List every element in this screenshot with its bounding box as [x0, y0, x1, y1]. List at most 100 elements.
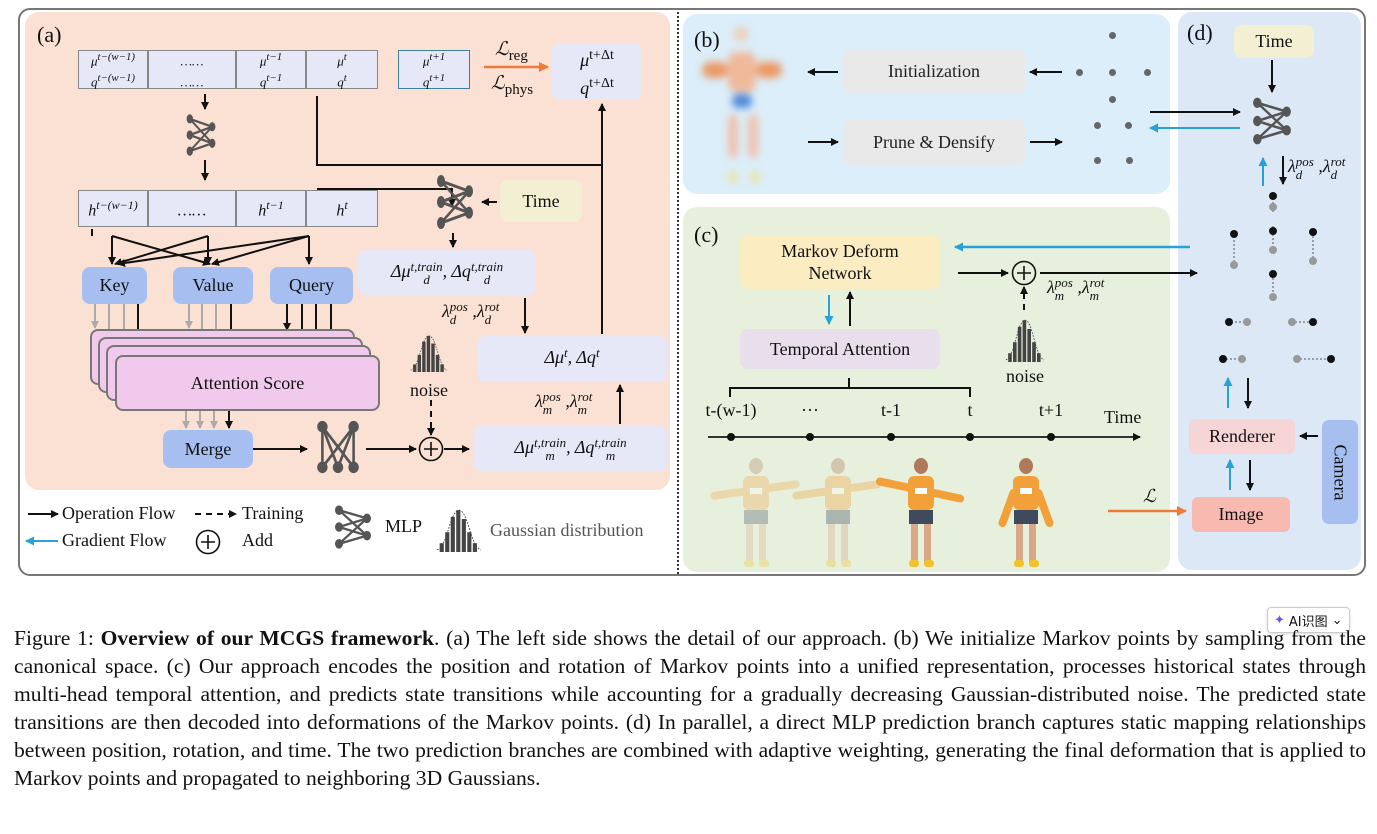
math-subscript: m — [1054, 288, 1065, 303]
math-separator: , — [467, 301, 477, 322]
attention-score-label: Attention Score — [190, 372, 305, 393]
mlp-icon — [312, 418, 364, 476]
h-symbol: h — [88, 202, 97, 220]
hidden-state-cell: ht−(w−1) — [78, 190, 148, 227]
math-superscript: rot — [484, 299, 500, 314]
math-superscript: t,train — [470, 258, 504, 274]
h-symbol: h — [336, 202, 345, 220]
math-symbol: Δμ — [390, 260, 411, 281]
panel-b-label: (b) — [694, 27, 720, 52]
time-tick-label: ··· — [801, 400, 819, 420]
gaussian-noise-icon — [1005, 318, 1045, 362]
time-tick-label: t-(w-1) — [705, 400, 757, 420]
math-symbol: λ — [535, 391, 543, 412]
query-label: Query — [289, 275, 334, 295]
mu-symbol: …… — [180, 53, 204, 69]
initialization-label: Initialization — [888, 61, 980, 81]
h-superscript: t — [344, 198, 348, 213]
q-symbol: q — [337, 73, 344, 89]
gaussian-icon — [436, 508, 482, 552]
next-state-cell: μt+1 qt+1 — [398, 50, 470, 89]
loss-phys-label: ℒphys — [491, 72, 533, 99]
math-subscript: m — [542, 402, 553, 417]
mu-superscript: t−1 — [266, 51, 283, 64]
human-frame — [709, 458, 801, 568]
mu-symbol: μ — [580, 49, 590, 70]
q-superscript: t−1 — [266, 71, 283, 84]
noise-label: noise — [410, 380, 448, 400]
legend-mlp: MLP — [385, 516, 423, 536]
caption-text: . (a) The left side shows the detail of … — [14, 626, 1366, 790]
sequence-cell: …… …… — [148, 50, 236, 89]
loss-subscript: reg — [508, 47, 528, 64]
attention-score-box: Attention Score — [115, 355, 380, 411]
panel-a-label: (a) — [37, 22, 62, 47]
renderer-label: Renderer — [1209, 426, 1275, 446]
merge-box: Merge — [163, 430, 253, 468]
q-symbol: q — [580, 77, 590, 98]
q-superscript: t+1 — [429, 71, 446, 84]
math-superscript: rot — [1089, 275, 1105, 290]
math-subscript: d — [1330, 167, 1338, 182]
time-tick-label: t+1 — [1038, 400, 1064, 420]
prune-densify-box: Prune & Densify — [843, 120, 1025, 165]
renderer-box: Renderer — [1189, 419, 1295, 454]
merge-label: Merge — [184, 438, 232, 459]
math-superscript: pos — [1054, 275, 1073, 290]
math-symbol: λ — [1288, 156, 1296, 177]
figure-frame — [18, 8, 1366, 576]
query-box: Query — [270, 267, 353, 304]
camera-box: Camera — [1322, 420, 1358, 524]
ai-image-recognition-button[interactable]: ✦ AI识图 ⌄ — [1267, 607, 1350, 633]
math-superscript: rot — [1330, 154, 1346, 169]
sequence-cell: μt−(w−1) qt−(w−1) — [78, 50, 148, 89]
math-separator: , — [567, 347, 577, 368]
temporal-attention-label: Temporal Attention — [769, 338, 911, 359]
mlp-icon — [333, 503, 373, 551]
mu-superscript: t+Δt — [589, 47, 614, 63]
math-separator: , — [1072, 277, 1082, 298]
q-symbol: q — [91, 73, 98, 89]
temporal-attention-box: Temporal Attention — [740, 329, 940, 369]
math-superscript: t,train — [534, 434, 567, 450]
mu-symbol: μ — [337, 53, 344, 69]
q-symbol: …… — [180, 73, 204, 89]
q-symbol: q — [259, 73, 267, 89]
mu-symbol: μ — [259, 53, 267, 69]
mlp-icon — [185, 112, 217, 158]
initialization-box: Initialization — [843, 49, 1025, 94]
math-subscript: m — [1089, 288, 1100, 303]
math-symbol: λ — [1047, 277, 1055, 298]
mu-superscript: t−(w−1) — [97, 51, 135, 64]
math-symbol: λ — [476, 301, 485, 322]
loss-subscript: phys — [504, 81, 534, 98]
hidden-state-cell: ht−1 — [236, 190, 306, 227]
legend-operation-flow: Operation Flow — [62, 503, 176, 523]
math-superscript: rot — [577, 389, 593, 404]
math-subscript: m — [577, 402, 588, 417]
human-frame — [997, 458, 1055, 568]
math-symbol: Δq — [574, 436, 595, 457]
markov-deform-network-label: Markov Deform Network — [781, 241, 899, 283]
math-symbol: λ — [442, 301, 450, 322]
q-superscript: t — [343, 71, 347, 84]
key-box: Key — [82, 267, 147, 304]
image-box: Image — [1192, 497, 1290, 532]
image-label: Image — [1218, 504, 1264, 524]
mlp-icon — [435, 172, 475, 232]
panel-c-label: (c) — [694, 222, 719, 247]
canonical-body-image — [688, 22, 798, 192]
camera-label: Camera — [1330, 444, 1351, 500]
sparkle-icon: ✦ — [1274, 612, 1285, 628]
math-symbol: Δμ — [544, 347, 565, 368]
time-label: Time — [522, 190, 560, 211]
time-input-box: Time — [1234, 25, 1314, 58]
math-superscript: t,train — [410, 258, 443, 274]
h-superscript: t−1 — [266, 198, 284, 213]
h-symbol: …… — [177, 202, 207, 220]
math-superscript: t — [595, 345, 600, 360]
